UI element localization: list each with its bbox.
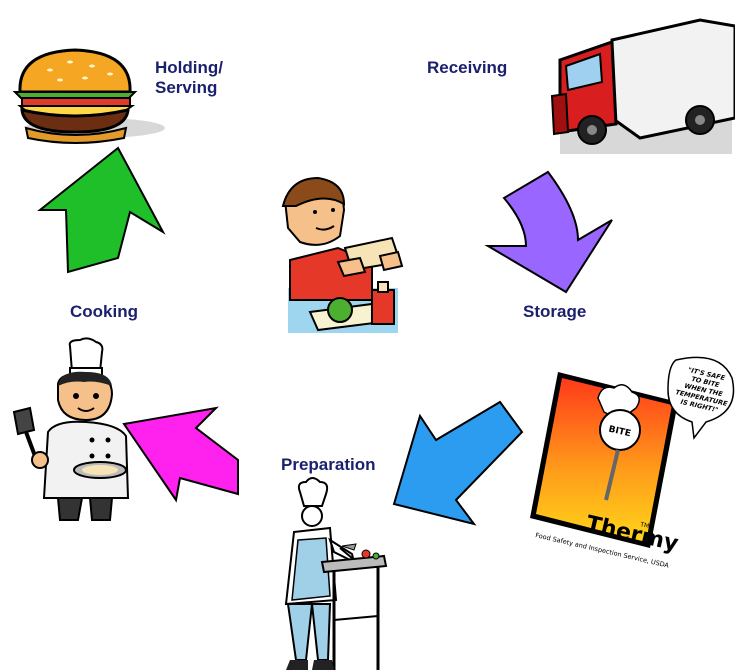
stage-label-holding-line2: Serving bbox=[155, 78, 218, 97]
arrow-cooking-to-holding bbox=[37, 146, 166, 274]
thermy-tm: TM bbox=[639, 521, 650, 530]
stage-label-holding: Holding/ Serving bbox=[155, 58, 223, 98]
stage-label-preparation: Preparation bbox=[281, 455, 376, 474]
truck-icon bbox=[550, 18, 735, 154]
thermy-poster: BITE Thermy TM Food Safety and Inspectio… bbox=[530, 356, 735, 570]
stage-label-receiving: Receiving bbox=[427, 58, 508, 77]
chef-chopping-icon bbox=[284, 477, 388, 670]
burger-icon bbox=[12, 48, 165, 144]
speech-bubble bbox=[667, 356, 735, 440]
arrow-storage-to-preparation bbox=[392, 400, 524, 526]
stage-label-holding-line1: Holding/ bbox=[155, 58, 223, 77]
arrow-receiving-to-storage bbox=[484, 170, 613, 294]
thermy-dial-text: BITE bbox=[607, 425, 631, 440]
stage-label-storage: Storage bbox=[523, 302, 587, 321]
arrow-preparation-to-cooking bbox=[122, 406, 239, 503]
chef-icon bbox=[12, 337, 130, 521]
stage-label-cooking: Cooking bbox=[70, 302, 138, 321]
boy-eating-icon bbox=[281, 176, 404, 333]
